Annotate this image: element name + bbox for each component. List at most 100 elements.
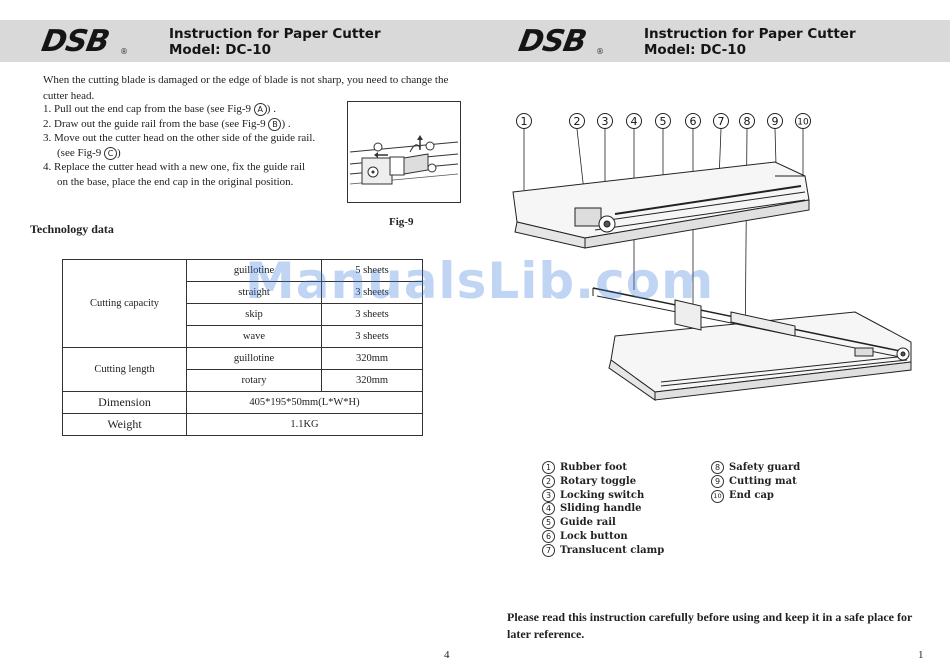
callout-label: 10 bbox=[797, 118, 809, 128]
table-cell: 5 sheets bbox=[321, 259, 423, 282]
table-row: Weight 1.1KG bbox=[62, 413, 423, 436]
legend-label: End cap bbox=[729, 489, 774, 501]
step-number: 1. bbox=[43, 103, 52, 115]
legend-item: 4 Sliding handle bbox=[542, 502, 664, 516]
registered-mark: ® bbox=[120, 47, 128, 56]
legend-item: 1 Rubber foot bbox=[542, 461, 664, 475]
legend-item: 9 Cutting mat bbox=[711, 474, 800, 489]
callout-7: 7 bbox=[713, 113, 729, 129]
table-row: Cutting capacity guillotine 5 sheets bbox=[62, 259, 423, 348]
step-text: Pull out the end cap from the base (see … bbox=[54, 103, 254, 115]
callout-2: 2 bbox=[569, 113, 585, 129]
legend-label: Sliding handle bbox=[560, 503, 642, 515]
callout-3: 3 bbox=[597, 113, 613, 129]
callout-6: 6 bbox=[685, 113, 701, 129]
right-page: DSB ® Instruction for Paper Cutter Model… bbox=[475, 0, 950, 672]
step-3: 3. Move out the cutter head on the other… bbox=[43, 131, 343, 160]
callout-label: 1 bbox=[521, 115, 528, 128]
header-title: Instruction for Paper Cutter Model: DC-1… bbox=[169, 26, 381, 58]
legend-item: 7 Translucent clamp bbox=[542, 543, 665, 558]
weight-label: Weight bbox=[62, 413, 187, 436]
table-cell: straight bbox=[186, 281, 322, 304]
step-1: 1. Pull out the end cap from the base (s… bbox=[43, 102, 343, 117]
legend-label: Safety guard bbox=[729, 462, 801, 473]
marker-b: B bbox=[268, 117, 282, 131]
header-title: Instruction for Paper Cutter Model: DC-1… bbox=[644, 26, 856, 58]
legend-label: Rubber foot bbox=[560, 462, 627, 473]
page-number-right: 1 bbox=[918, 649, 924, 661]
table-cell: 3 sheets bbox=[321, 303, 423, 326]
weight-value: 1.1KG bbox=[186, 413, 423, 436]
legend-number: 9 bbox=[711, 474, 724, 488]
dimension-label: Dimension bbox=[62, 391, 187, 414]
legend-label: Cutting mat bbox=[729, 475, 797, 487]
legend-number: 4 bbox=[542, 502, 555, 516]
legend-number: 1 bbox=[542, 461, 555, 474]
callout-label: 3 bbox=[602, 115, 609, 128]
table-cell: 3 sheets bbox=[321, 325, 423, 348]
step-number: 4. bbox=[43, 161, 52, 173]
legend-item: 5 Guide rail bbox=[542, 516, 664, 530]
dimension-value: 405*195*50mm(L*W*H) bbox=[186, 391, 423, 414]
callout-8: 8 bbox=[739, 113, 755, 129]
legend-label: Guide rail bbox=[560, 517, 616, 529]
legend-item: 8 Safety guard bbox=[711, 461, 800, 475]
header-title-line1: Instruction for Paper Cutter bbox=[169, 26, 381, 42]
step-number: 2. bbox=[43, 117, 52, 130]
legend-number: 8 bbox=[711, 461, 724, 474]
page-header: DSB ® Instruction for Paper Cutter Model… bbox=[0, 20, 475, 62]
callout-label: 6 bbox=[690, 115, 697, 128]
callout-label: 8 bbox=[744, 115, 751, 128]
step-4: 4. Replace the cutter head with a new on… bbox=[43, 160, 343, 189]
page-header: DSB ® Instruction for Paper Cutter Model… bbox=[475, 20, 950, 62]
tech-data-title: Technology data bbox=[30, 222, 114, 236]
legend-number: 6 bbox=[542, 529, 555, 543]
left-page: DSB ® Instruction for Paper Cutter Model… bbox=[0, 20, 475, 661]
step-text: Replace the cutter head with a new one, … bbox=[54, 161, 306, 173]
figure-caption: Fig-9 bbox=[389, 216, 414, 228]
legend-label: Translucent clamp bbox=[560, 544, 665, 556]
table-row: Cutting length guillotine 320mm bbox=[62, 347, 423, 392]
table-row: Dimension 405*195*50mm(L*W*H) bbox=[62, 391, 423, 414]
table-row: rotary 320mm bbox=[63, 369, 423, 392]
marker-c: C bbox=[104, 146, 118, 160]
callout-10: 10 bbox=[795, 113, 811, 129]
safety-notice: Please read this instruction carefully b… bbox=[507, 610, 913, 641]
legend-number: 7 bbox=[542, 543, 555, 557]
cutter-head-illustration bbox=[349, 135, 459, 185]
table-row: straight 3 sheets bbox=[63, 281, 423, 304]
page-number-left: 4 bbox=[444, 649, 450, 661]
intro-text: When the cutting blade is damaged or the… bbox=[43, 74, 449, 102]
cutting-length-label: Cutting length bbox=[62, 347, 187, 392]
callout-label: 9 bbox=[772, 115, 779, 128]
step-number: 3. bbox=[43, 132, 52, 144]
callout-1: 1 bbox=[516, 113, 532, 129]
step-text: Draw out the guide rail from the base (s… bbox=[54, 117, 269, 130]
step-text-end: ) . bbox=[266, 103, 276, 115]
table-cell: guillotine bbox=[186, 347, 322, 370]
callout-label: 2 bbox=[574, 115, 581, 128]
steps-list: 1. Pull out the end cap from the base (s… bbox=[43, 102, 343, 189]
step-cont-text: (see Fig-9 bbox=[57, 146, 105, 159]
legend-label: Locking switch bbox=[560, 489, 645, 501]
registered-mark: ® bbox=[596, 47, 604, 56]
header-title-line2: Model: DC-10 bbox=[169, 42, 272, 58]
step-continuation: on the base, place the end cap in the or… bbox=[57, 175, 294, 188]
callout-label: 7 bbox=[718, 115, 725, 128]
brand-logo: DSB bbox=[38, 24, 112, 59]
callout-4: 4 bbox=[626, 113, 642, 129]
table-cell: 320mm bbox=[321, 347, 423, 370]
table-cell: skip bbox=[186, 303, 322, 326]
step-continuation: (see Fig-9 C) bbox=[43, 146, 343, 161]
marker-a: A bbox=[253, 103, 267, 116]
legend-label: Rotary toggle bbox=[560, 475, 637, 487]
legend-number: 5 bbox=[542, 516, 555, 530]
callout-label: 5 bbox=[660, 115, 667, 128]
tech-data-table: Cutting capacity guillotine 5 sheets str… bbox=[62, 259, 423, 436]
step-2: 2. Draw out the guide rail from the base… bbox=[43, 117, 343, 132]
table-cell: 3 sheets bbox=[321, 281, 423, 304]
